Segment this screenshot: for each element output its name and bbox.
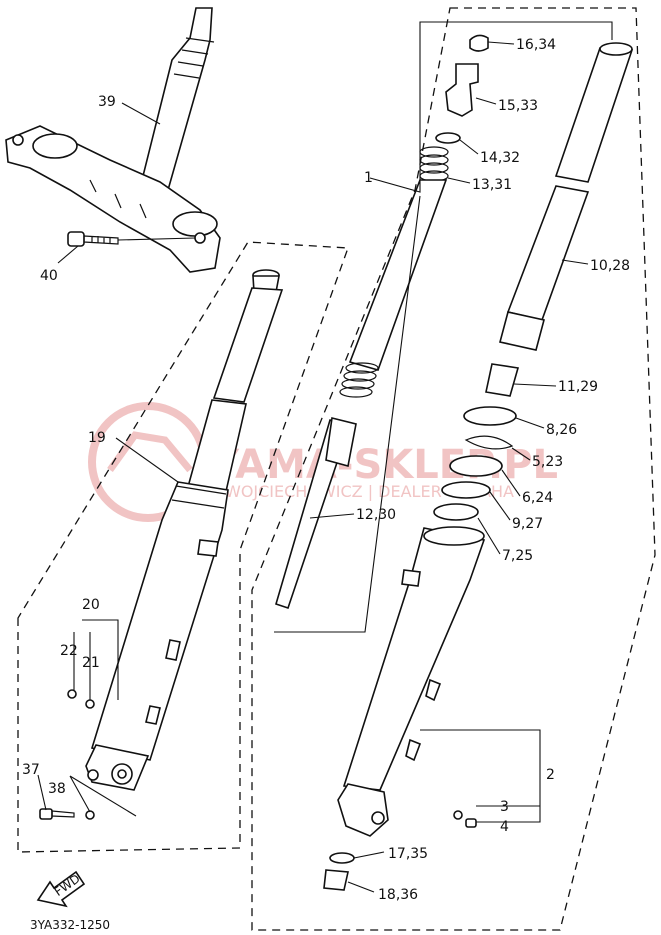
oil-seal-6 — [449, 455, 503, 477]
bolt-18 — [323, 869, 349, 891]
callout-13-31: 13,31 — [472, 177, 512, 193]
callout-37: 37 — [22, 762, 40, 778]
cap-bolt-15 — [445, 63, 479, 117]
callout-9-27: 9,27 — [512, 516, 543, 532]
inner-tube-top — [554, 47, 634, 183]
washer-9 — [441, 481, 491, 499]
fwd-arrow-icon: FWD — [36, 870, 86, 908]
callout-38: 38 — [48, 781, 66, 797]
clip-5 — [464, 435, 514, 450]
washer-14 — [435, 132, 461, 144]
callout-2: 2 — [546, 767, 555, 783]
callout-6-24: 6,24 — [522, 490, 553, 506]
callout-8-26: 8,26 — [546, 422, 577, 438]
callout-11-29: 11,29 — [558, 379, 598, 395]
spring-lower-coils — [339, 362, 379, 398]
callout-labels: 39 40 19 20 22 21 37 38 16,34 15,33 14,3… — [22, 37, 630, 903]
dust-seal-8 — [463, 406, 517, 426]
callout-15-33: 15,33 — [498, 98, 538, 114]
left-fork-assembly-19 — [85, 269, 284, 791]
watermark-subtitle: WOJCIECHOWICZ | DEALER YAMAHA — [225, 482, 514, 501]
pinch-bolt-40 — [67, 231, 196, 247]
callout-7-25: 7,25 — [502, 548, 533, 564]
callout-14-32: 14,32 — [480, 150, 520, 166]
bolt-4 — [465, 818, 477, 828]
spring-seat-13 — [419, 146, 449, 182]
callout-5-23: 5,23 — [532, 454, 563, 470]
left-small-parts — [39, 689, 95, 820]
callout-21: 21 — [82, 655, 100, 671]
cap-16 — [469, 34, 489, 52]
right-fork-parts — [275, 34, 634, 891]
slide-metal-11 — [485, 363, 520, 397]
washer-3 — [453, 810, 463, 820]
right-fork-group-outline — [251, 7, 656, 931]
callout-16-34: 16,34 — [516, 37, 556, 53]
callout-18-36: 18,36 — [378, 887, 418, 903]
spring-rod — [348, 179, 448, 371]
callout-1: 1 — [364, 170, 373, 186]
steering-stem-39 — [5, 7, 221, 273]
callout-17-35: 17,35 — [388, 846, 428, 862]
callout-19: 19 — [88, 430, 106, 446]
callout-3: 3 — [500, 799, 509, 815]
callout-12-30: 12,30 — [356, 507, 396, 523]
leader-lines — [37, 21, 613, 893]
callout-22: 22 — [60, 643, 78, 659]
watermark: YAMA-SKLEP.PL WOJCIECHOWICZ | DEALER YAM… — [88, 402, 558, 522]
inner-tube-10 — [506, 185, 590, 321]
callout-4: 4 — [500, 819, 509, 835]
callout-10-28: 10,28 — [590, 258, 630, 274]
callout-20: 20 — [82, 597, 100, 613]
slide-metal-7 — [433, 503, 479, 521]
washer-17 — [329, 852, 355, 864]
callout-40: 40 — [40, 268, 58, 284]
callout-39: 39 — [98, 94, 116, 110]
diagram-code: 3YA332-1250 — [30, 918, 110, 932]
